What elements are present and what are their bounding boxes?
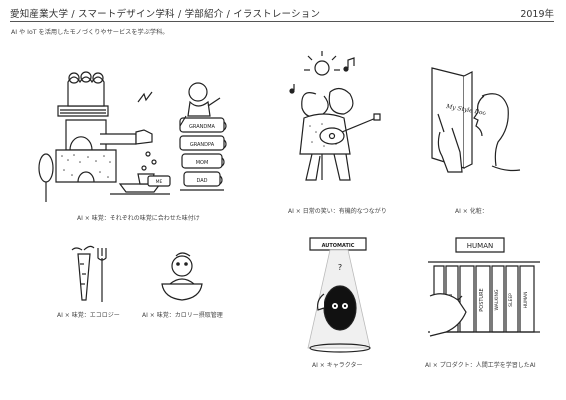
sun-icon [304,51,340,70]
book-title-sleep: SLEEP [508,293,514,307]
human-sign [456,238,504,252]
caption-makeup: AI × 化粧： [455,208,488,215]
book-title-walking: WALKING [494,289,500,310]
makeup-illustration: My Style Book [422,66,522,186]
character-illustration: AUTOMATIC ? [296,236,384,356]
header-divider [10,21,554,22]
character-icon [324,286,356,330]
carrot-icon [78,254,90,300]
caption-taste-pairing: AI × 味覚：それぞれの味覚に合わせた味付け [77,215,200,222]
automatic-sign-label: AUTOMATIC [322,243,355,249]
taste-pairing-illustration: GRANDMA GRANDPA MOM DAD ME [30,62,240,212]
hand-icon [430,294,466,336]
cup-label-grandpa: GRANDPA [190,142,215,148]
cup-label-mom: MOM [196,160,209,166]
caption-product: AI × プロダクト：人間工学を学習したAI [425,362,536,369]
question-mark: ? [338,263,342,272]
page-title: 愛知産業大学 / スマートデザイン学科 / 学部紹介 / イラストレーション [10,9,321,20]
product-illustration: HUMAN RUN POSTURE WALKING SLEEP HUMAN [426,236,542,346]
cup-label-dad: DAD [196,178,207,184]
daily-laughter-illustration [286,54,396,189]
cup-label-me: ME [156,179,163,185]
tree-icon [39,154,53,182]
page-subtitle: AI や IoT を活用したモノづくりやサービスを学ぶ学科。 [11,29,169,36]
caption-ecology: AI × 味覚：エコロジー [57,312,120,319]
caption-character: AI × キャラクター [312,362,363,369]
header-year: 2019年 [520,9,554,20]
calorie-illustration [156,250,208,302]
book-title-human: HUMAN [523,291,529,308]
book-title-posture: POSTURE [479,288,485,311]
caption-calorie: AI × 味覚：カロリー摂取管理 [142,312,223,319]
caption-daily-laughter: AI × 日常の笑い：有機的なつながり [288,208,387,215]
ecology-illustration [70,244,116,306]
bowl-icon [162,284,202,300]
cup-label-grandma: GRANDMA [189,124,215,130]
human-sign-label: HUMAN [467,242,493,250]
